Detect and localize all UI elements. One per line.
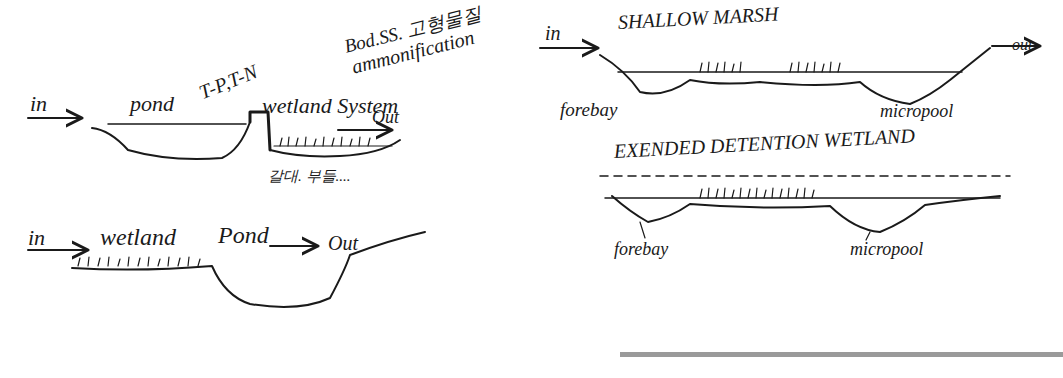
water-line [605, 197, 1000, 199]
handwritten-label: in [30, 92, 47, 116]
outflow-arrow [270, 245, 318, 247]
handwritten-label: micropool [880, 102, 953, 122]
handwritten-label: pond [130, 92, 174, 116]
handwritten-label: out [1012, 36, 1032, 54]
vegetation [280, 137, 370, 146]
marsh-profile [600, 48, 990, 104]
handwritten-label: forebay [614, 240, 668, 260]
wetland-profile [612, 196, 1000, 232]
handwritten-label: T-P,T-N [196, 60, 260, 103]
wetland-profile [270, 140, 400, 156]
inflow-arrow [540, 47, 598, 49]
handwritten-label: micropool [850, 240, 923, 260]
inflow-arrow [28, 117, 82, 119]
handwritten-label: 갈대. 부들.... [268, 168, 351, 185]
handwritten-label: SHALLOW MARSH [617, 3, 778, 33]
water-line [274, 145, 392, 146]
scan-edge-bar [620, 352, 1063, 357]
vegetation [700, 188, 814, 198]
handwritten-label: EXENDED DETENTION WETLAND [613, 124, 915, 162]
handwritten-label: in [545, 22, 561, 44]
vegetation [700, 62, 840, 72]
outflow-arrow [338, 129, 392, 131]
handwritten-label: Out [328, 232, 358, 254]
detention-level [600, 175, 1010, 177]
handwritten-label: forebay [560, 100, 617, 121]
handwritten-label: Out [372, 108, 399, 128]
handwritten-label: Pond [218, 222, 269, 248]
handwritten-label: in [28, 226, 45, 250]
pond-profile [92, 122, 250, 159]
water-line [108, 123, 246, 125]
handwritten-label: wetland [100, 224, 176, 250]
leader-line [640, 222, 870, 240]
vegetation [78, 257, 200, 266]
